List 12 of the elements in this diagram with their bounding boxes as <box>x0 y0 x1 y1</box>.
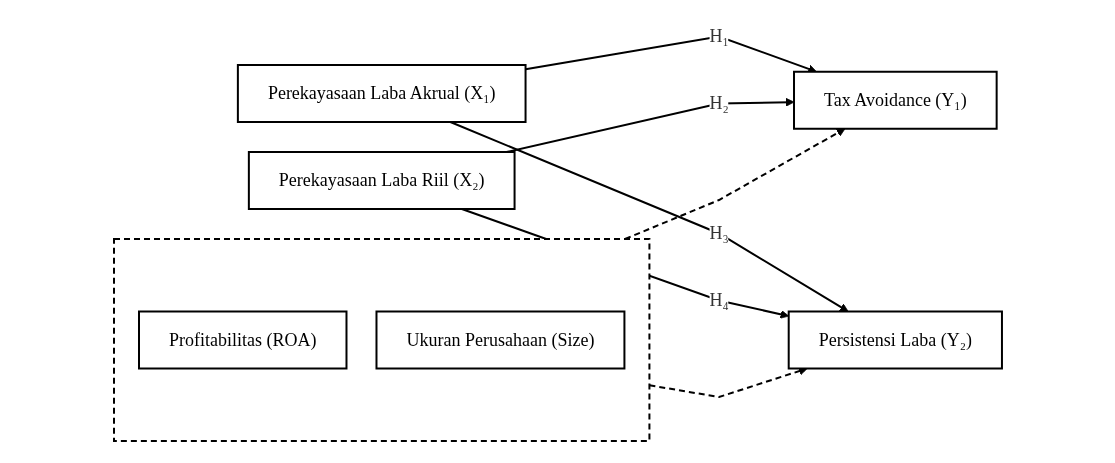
edge-label: H₄ <box>708 289 729 310</box>
cluster <box>112 237 650 442</box>
node-box: Profitabilitas (ROA) <box>137 310 347 369</box>
node-box: Ukuran Perusahaan (Size) <box>375 310 625 369</box>
node-box: Perekayasaan Laba Akrual (X₁) <box>236 63 527 123</box>
edge-label: H₃ <box>708 222 729 243</box>
arrow <box>448 120 849 312</box>
edge-label: H₁ <box>708 25 729 46</box>
node-box: Tax Avoidance (Y₁) <box>792 70 998 130</box>
node-box: Perekayasaan Laba Riil (X₂) <box>247 150 516 210</box>
edge-label: H₂ <box>708 92 729 113</box>
node-box: Persistensi Laba (Y₂) <box>787 310 1003 369</box>
